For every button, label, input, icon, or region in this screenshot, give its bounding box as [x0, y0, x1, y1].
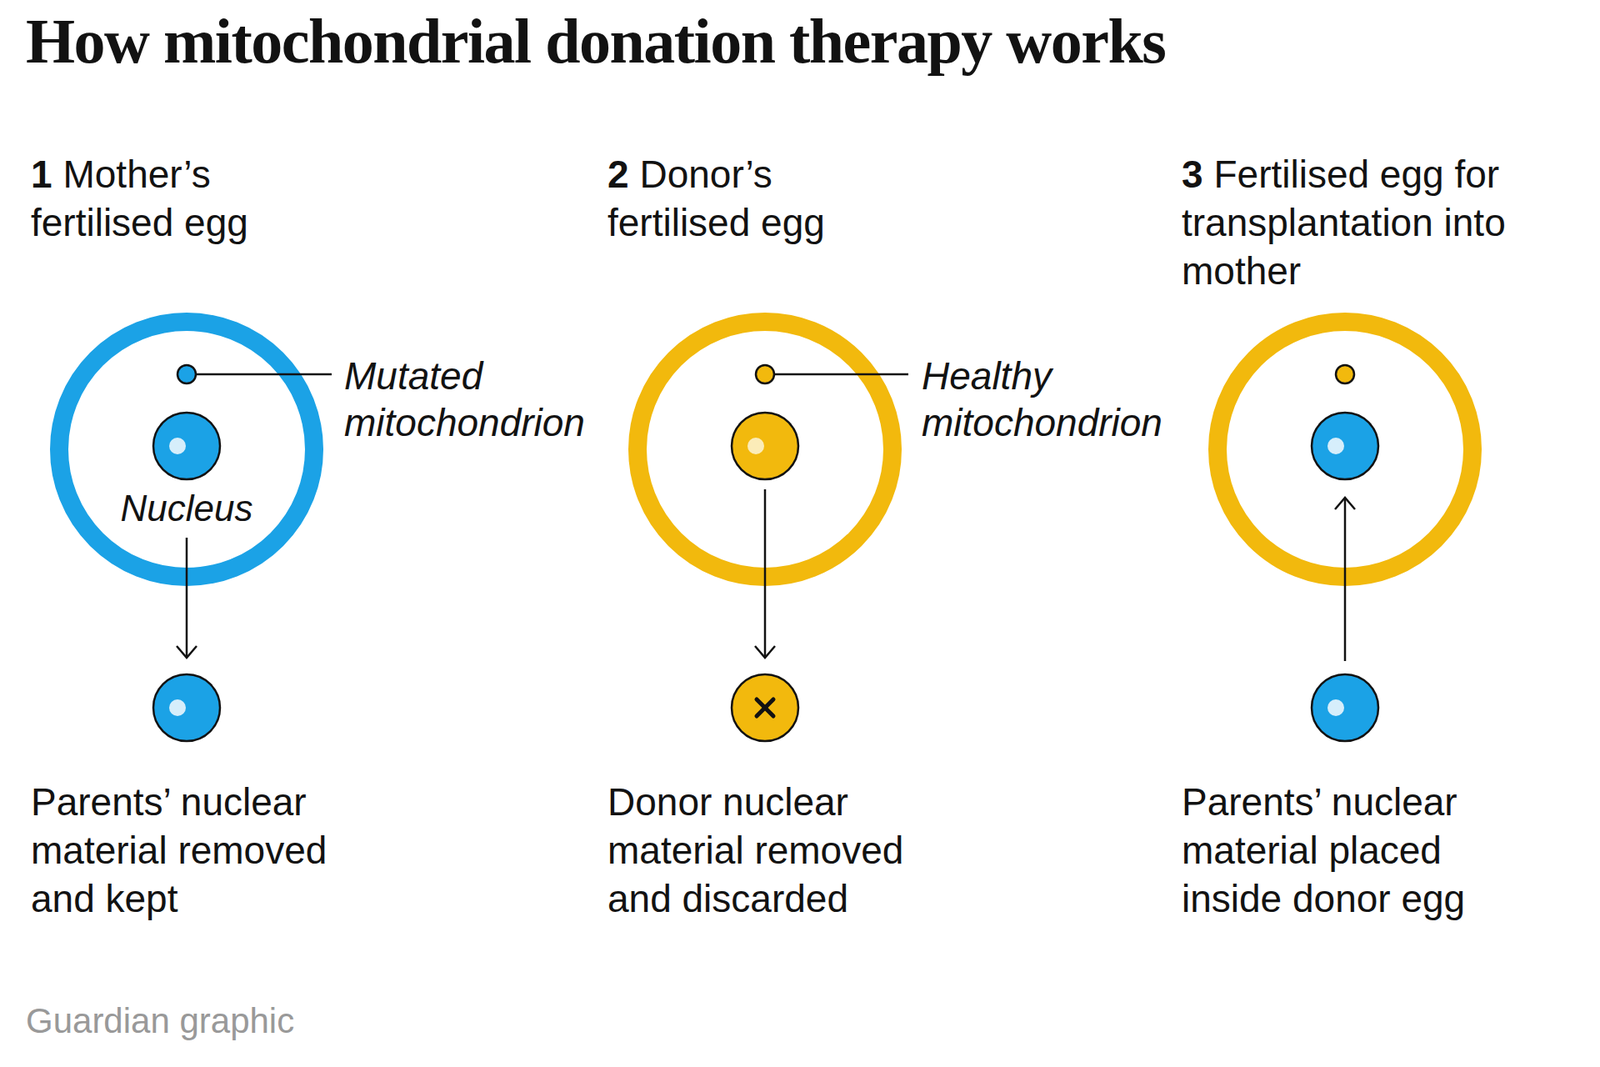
- step-number: 3: [1181, 152, 1204, 196]
- step-heading: Fertilised egg for transplantation into …: [1181, 152, 1506, 293]
- egg-heading: 2Donor’s fertilised egg: [607, 150, 916, 247]
- nucleus-disc: [1310, 672, 1380, 743]
- egg-heading: 1Mother’s fertilised egg: [30, 150, 340, 247]
- part-label: Nucleus: [120, 487, 254, 530]
- egg-cell: 3Fertilised egg for transplantation into…: [1181, 150, 1487, 590]
- step-number: 2: [607, 152, 630, 196]
- nucleus-circle: [1310, 672, 1380, 743]
- nucleus-disc: [151, 410, 222, 481]
- nuclear-material: Donor nuclear material removed and disca…: [607, 672, 941, 923]
- step-number: 1: [30, 152, 53, 196]
- step-caption: Parents’ nuclear material removed and ke…: [30, 777, 365, 923]
- chart-title: How mitochondrial donation therapy works: [25, 5, 1165, 77]
- nucleus-circle: [730, 410, 800, 481]
- nucleus-circle: [151, 672, 222, 743]
- source-credit: Guardian graphic: [25, 998, 526, 1044]
- callout-label: Mutated mitochondrion: [344, 352, 611, 446]
- nucleus: [1310, 410, 1380, 481]
- egg-heading: 3Fertilised egg for transplantation into…: [1181, 150, 1515, 295]
- leader-line: [196, 373, 332, 376]
- healthy-mitochondrion: [1335, 365, 1355, 384]
- nucleus-circle: [730, 672, 800, 743]
- mutated-mitochondrion: [177, 365, 196, 384]
- nucleus-disc: [151, 672, 222, 743]
- nucleus-disc: [730, 410, 800, 481]
- nucleus-circle: [151, 410, 222, 481]
- nucleus-disc: [1310, 410, 1380, 481]
- nucleus: [730, 410, 800, 481]
- nucleus: Nucleus: [120, 410, 254, 530]
- step-caption: Parents’ nuclear material placed inside …: [1181, 777, 1515, 923]
- egg-cell: 2Donor’s fertilised egg: [607, 150, 907, 590]
- egg-cell: 1Mother’s fertilised eggNucleus: [30, 150, 329, 590]
- callout-label: Healthy mitochondrion: [921, 352, 1189, 446]
- nuclear-material: Parents’ nuclear material placed inside …: [1181, 672, 1515, 923]
- discarded-nucleus: [730, 672, 800, 743]
- nucleus-circle: [1310, 410, 1380, 481]
- arrow-connector: [176, 537, 197, 658]
- healthy-mitochondrion: [755, 365, 775, 384]
- nuclear-material: Parents’ nuclear material removed and ke…: [30, 672, 365, 923]
- step-heading: Mother’s fertilised egg: [30, 152, 249, 245]
- step-heading: Donor’s fertilised egg: [607, 152, 825, 245]
- leader-line: [775, 373, 909, 376]
- step-caption: Donor nuclear material removed and disca…: [607, 777, 941, 923]
